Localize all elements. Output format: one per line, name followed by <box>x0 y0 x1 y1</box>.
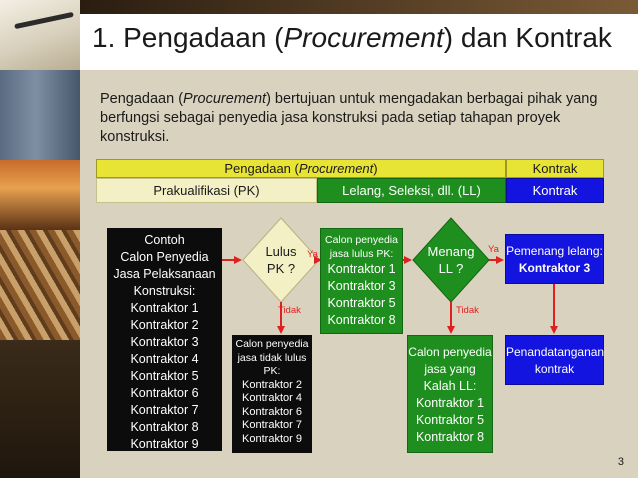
tidak-lulus-line: Kontraktor 7 <box>242 419 302 431</box>
contoh-line: Kontraktor 1 <box>130 301 199 315</box>
lulus-pk-line: Kontraktor 3 <box>327 279 396 293</box>
pemenang-lelang-box: Pemenang lelang: Kontraktor 3 <box>505 234 604 284</box>
cell-prakualifikasi: Prakualifikasi (PK) <box>96 178 317 203</box>
title-prefix: 1. Pengadaan ( <box>92 22 284 53</box>
intro-italic: Procurement <box>183 91 267 107</box>
lulus-pk-line: Calon penyedia <box>325 234 398 246</box>
pen-document-photo <box>0 0 80 70</box>
kalah-line: jasa yang <box>424 362 476 376</box>
pemenang-line1: Pemenang lelang: <box>506 244 603 258</box>
title-bar: 1. Pengadaan (Procurement) dan Kontrak <box>80 14 638 70</box>
penandatanganan-line: kontrak <box>534 362 575 376</box>
lulus-pk-line: jasa lulus PK: <box>329 248 394 260</box>
kalah-line: Kontraktor 8 <box>415 430 485 444</box>
slide-number: 3 <box>617 456 624 468</box>
header-pengadaan-prefix: Pengadaan ( <box>224 161 299 176</box>
tidak-lulus-line: Kontraktor 9 <box>242 432 302 445</box>
intro-paragraph: Pengadaan (Procurement) bertujuan untuk … <box>100 90 615 147</box>
kalah-line: Kontraktor 5 <box>415 413 485 427</box>
top-band <box>80 0 638 14</box>
timber-frame-photo <box>0 230 80 340</box>
sunset-cranes-photo <box>0 160 80 230</box>
contoh-line: Kontraktor 5 <box>130 369 199 383</box>
label-tidak-lulus: Tidak <box>278 305 301 316</box>
intro-after: ) bertujuan untuk mengadakan berbagai pi… <box>100 91 598 145</box>
cell-lelang: Lelang, Seleksi, dll. (LL) <box>317 178 506 203</box>
contoh-line: Kontraktor 3 <box>130 335 199 349</box>
penandatanganan-kontrak-box: Penandatanganan kontrak <box>505 335 604 385</box>
tidak-lulus-line: Kontraktor 2 <box>242 378 302 391</box>
cell-prakualifikasi-text: Prakualifikasi (PK) <box>153 183 260 198</box>
tidak-lulus-line: Calon penyedia <box>235 338 309 350</box>
lulus-pk-line: Kontraktor 8 <box>327 313 396 327</box>
cell-kontrak: Kontrak <box>506 178 604 203</box>
tidak-lulus-pk-box: Calon penyedia jasa tidak lulus PK: Kont… <box>232 335 312 453</box>
cell-lelang-text: Lelang, Seleksi, dll. (LL) <box>342 183 481 198</box>
kalah-line: Kalah LL: <box>423 379 477 393</box>
kalah-line: Kontraktor 1 <box>415 396 485 410</box>
contoh-line: Kontraktor 8 <box>130 420 199 434</box>
lulus-pk-line: Kontraktor 1 <box>327 262 396 276</box>
header-kontrak-text: Kontrak <box>532 161 578 176</box>
title-italic: Procurement <box>283 22 444 53</box>
contoh-line: Kontraktor 4 <box>130 352 199 366</box>
cell-kontrak-text: Kontrak <box>532 183 578 198</box>
header-kontrak: Kontrak <box>506 159 604 178</box>
kalah-ll-box: Calon penyedia jasa yang Kalah LL: Kontr… <box>407 335 493 453</box>
header-pengadaan: Pengadaan (Procurement) <box>96 159 506 178</box>
pemenang-line2: Kontraktor 3 <box>518 261 591 275</box>
contoh-line: Kontraktor 6 <box>130 386 199 400</box>
lulus-pk-box: Calon penyedia jasa lulus PK: Kontraktor… <box>320 228 403 334</box>
menang-line: Menang <box>427 244 475 259</box>
lulus-line: PK ? <box>266 261 296 276</box>
contoh-line: Kontraktor 9 <box>130 437 199 451</box>
label-ya-lulus: Ya <box>307 249 318 260</box>
contoh-line: Jasa Pelaksanaan <box>113 267 216 281</box>
label-tidak-menang: Tidak <box>456 305 479 316</box>
title-suffix: ) dan Kontrak <box>443 22 612 53</box>
contoh-line: Konstruksi: <box>133 284 196 298</box>
label-ya-menang: Ya <box>488 244 499 255</box>
penandatanganan-line: Penandatanganan <box>506 345 605 359</box>
photo-sidebar <box>0 0 80 478</box>
kalah-line: Calon penyedia <box>408 345 492 359</box>
tidak-lulus-line: PK: <box>263 365 281 377</box>
lulus-pk-question: Lulus PK ? <box>251 243 311 277</box>
slide-title: 1. Pengadaan (Procurement) dan Kontrak <box>92 22 612 54</box>
lulus-line: Lulus <box>265 244 297 259</box>
tidak-lulus-line: jasa tidak lulus <box>237 351 307 364</box>
menang-line: LL ? <box>438 261 464 276</box>
contoh-line: Calon Penyedia <box>120 250 209 264</box>
header-pengadaan-suffix: ) <box>373 161 378 176</box>
lulus-pk-line: Kontraktor 5 <box>327 296 396 310</box>
menang-ll-question: Menang LL ? <box>421 243 481 277</box>
contoh-line: Contoh <box>144 233 185 247</box>
contoh-line: Kontraktor 7 <box>130 403 199 417</box>
tidak-lulus-line: Kontraktor 6 <box>242 405 302 418</box>
contoh-line: Kontraktor 2 <box>130 318 199 332</box>
intro-before: Pengadaan ( <box>100 91 184 107</box>
header-pengadaan-italic: Procurement <box>298 161 374 176</box>
contoh-calon-penyedia-box: Contoh Calon Penyedia Jasa Pelaksanaan K… <box>107 228 222 451</box>
dark-panel <box>0 340 80 478</box>
tidak-lulus-line: Kontraktor 4 <box>242 392 302 404</box>
